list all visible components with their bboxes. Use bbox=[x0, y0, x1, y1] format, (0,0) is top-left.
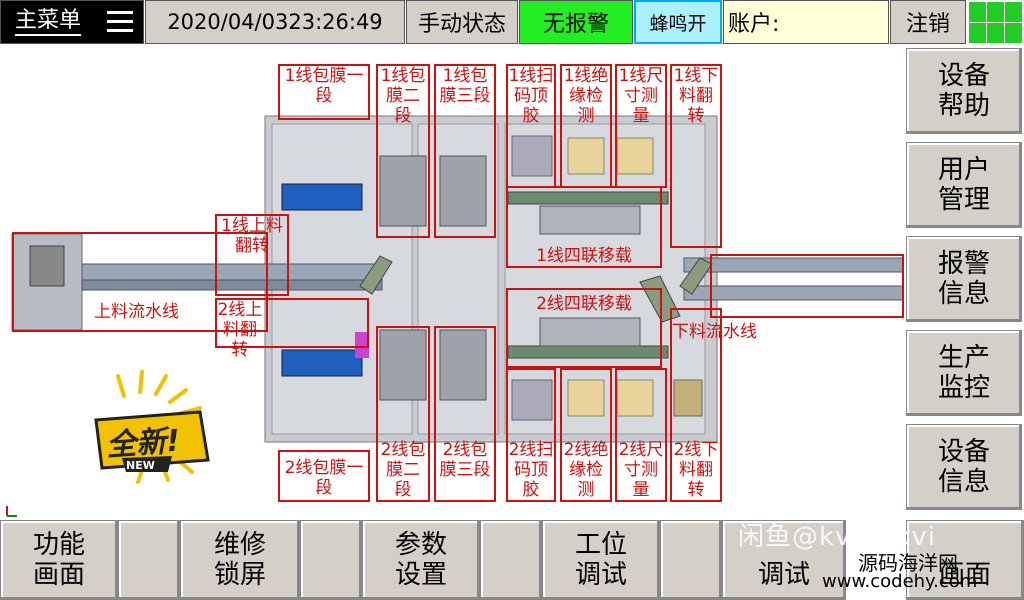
screen-button[interactable]: 画面 bbox=[906, 520, 1024, 600]
station-l1-wrap2[interactable]: 1线包膜二段 bbox=[376, 64, 430, 238]
sidebar-item-label: 生产监控 bbox=[937, 343, 990, 403]
station-l1-insul[interactable]: 1线绝缘检测 bbox=[560, 64, 612, 188]
grid-icon[interactable] bbox=[967, 0, 1024, 44]
station-label: 1线包膜一段 bbox=[284, 66, 364, 106]
watermark-text: 闲鱼@kvo秦kvi bbox=[738, 522, 937, 552]
bottom-button-label: 画面 bbox=[938, 560, 991, 590]
station-l2-transfer[interactable]: 2线四联移载 bbox=[506, 288, 662, 368]
main-menu-label: 主菜单 bbox=[15, 8, 82, 36]
station-label: 2线扫码顶胶 bbox=[508, 440, 554, 500]
station-label: 2线包膜三段 bbox=[439, 440, 491, 480]
station-label: 2线下料翻转 bbox=[673, 440, 719, 500]
bottom-spacer-1 bbox=[118, 520, 180, 600]
station-l1-wrap3[interactable]: 1线包膜三段 bbox=[434, 64, 496, 238]
bottom-spacer-4 bbox=[660, 520, 722, 600]
new-badge-icon bbox=[94, 370, 210, 484]
station-label: 2线四联移载 bbox=[536, 294, 632, 314]
machine-layout-illustration bbox=[11, 115, 905, 443]
production-line-diagram: 1线包膜一段 1线包膜二段 1线包膜三段 1线扫码顶胶 1线绝缘检测 1线尺寸测… bbox=[0, 46, 905, 520]
loading-conveyor-line[interactable]: 上料流水线 bbox=[12, 232, 268, 332]
station-l2-wrap1[interactable]: 2线包膜一段 bbox=[278, 450, 370, 502]
station-l2-insul[interactable]: 2线绝缘检测 bbox=[560, 368, 612, 502]
station-l2-scan[interactable]: 2线扫码顶胶 bbox=[506, 368, 556, 502]
station-label: 2线绝缘检测 bbox=[563, 440, 609, 500]
device-info-button[interactable]: 设备信息 bbox=[906, 424, 1022, 510]
station-label: 1线绝缘检测 bbox=[563, 66, 609, 126]
bottom-spacer-3 bbox=[480, 520, 542, 600]
station-l1-load-flip[interactable]: 1线上料翻转 bbox=[215, 214, 289, 296]
bottom-button-label: 功能画面 bbox=[32, 530, 85, 590]
station-label: 1线四联移载 bbox=[536, 246, 632, 266]
station-l1-size[interactable]: 1线尺寸测量 bbox=[615, 64, 667, 188]
station-label: 下料流水线 bbox=[672, 322, 757, 342]
station-l1-transfer[interactable]: 1线四联移载 bbox=[506, 186, 662, 268]
debug-button[interactable]: 调试 bbox=[722, 520, 846, 600]
alarm-status: 无报警 bbox=[519, 0, 633, 44]
top-status-bar: 主菜单 2020/04/0323:26:49 手动状态 无报警 蜂鸣开 账户: … bbox=[0, 0, 1024, 46]
production-monitor-button[interactable]: 生产监控 bbox=[906, 330, 1022, 416]
sidebar-item-label: 报警信息 bbox=[937, 249, 990, 309]
new-badge-subtext: NEW bbox=[126, 459, 155, 472]
logout-button[interactable]: 注销 bbox=[890, 0, 966, 44]
station-label: 1线扫码顶胶 bbox=[508, 66, 554, 126]
bottom-button-label: 调试 bbox=[757, 560, 810, 590]
device-help-button[interactable]: 设备帮助 bbox=[906, 48, 1022, 134]
new-badge-text: 全新! bbox=[105, 423, 182, 464]
hamburger-icon bbox=[107, 11, 133, 33]
station-label: 2线包膜二段 bbox=[380, 440, 426, 500]
watermark-site-name: 源码海洋网 bbox=[858, 551, 958, 575]
station-label: 1线上料翻转 bbox=[221, 216, 283, 256]
sidebar-item-label: 用户管理 bbox=[937, 155, 990, 215]
bottom-button-label: 维修锁屏 bbox=[213, 530, 266, 590]
unloading-conveyor-line[interactable]: 下料流水线 bbox=[672, 254, 904, 342]
station-label: 1线包膜三段 bbox=[439, 66, 491, 106]
parameter-settings-button[interactable]: 参数设置 bbox=[362, 520, 480, 600]
station-label: 上料流水线 bbox=[94, 302, 179, 322]
axis-indicator-icon bbox=[6, 506, 17, 517]
watermark-site-url: www.codehy.com bbox=[822, 571, 978, 592]
bottom-button-label: 工位调试 bbox=[574, 530, 627, 590]
station-l2-unload-flip[interactable]: 2线下料翻转 bbox=[670, 308, 722, 502]
station-l2-wrap3[interactable]: 2线包膜三段 bbox=[434, 326, 496, 502]
station-label: 2线包膜一段 bbox=[284, 458, 364, 498]
sidebar-item-label: 设备信息 bbox=[937, 437, 990, 497]
station-label: 1线包膜二段 bbox=[380, 66, 426, 126]
station-l1-wrap1[interactable]: 1线包膜一段 bbox=[278, 64, 370, 120]
station-l1-scan[interactable]: 1线扫码顶胶 bbox=[506, 64, 556, 188]
station-label: 1线下料翻转 bbox=[673, 66, 719, 126]
station-label: 2线尺寸测量 bbox=[618, 440, 664, 500]
main-menu-button[interactable]: 主菜单 bbox=[0, 0, 144, 44]
station-l2-wrap2[interactable]: 2线包膜二段 bbox=[376, 326, 430, 502]
station-label: 1线尺寸测量 bbox=[618, 66, 664, 126]
user-management-button[interactable]: 用户管理 bbox=[906, 142, 1022, 228]
station-l2-size[interactable]: 2线尺寸测量 bbox=[615, 368, 667, 502]
station-l1-unload-flip[interactable]: 1线下料翻转 bbox=[670, 64, 722, 248]
mode-status: 手动状态 bbox=[406, 0, 518, 44]
function-screen-button[interactable]: 功能画面 bbox=[0, 520, 118, 600]
maintenance-lock-button[interactable]: 维修锁屏 bbox=[180, 520, 300, 600]
datetime-display: 2020/04/0323:26:49 bbox=[145, 0, 405, 44]
bottom-spacer-2 bbox=[300, 520, 362, 600]
station-debug-button[interactable]: 工位调试 bbox=[542, 520, 660, 600]
account-field[interactable]: 账户: bbox=[723, 0, 889, 44]
sidebar-item-label: 设备帮助 bbox=[937, 61, 990, 121]
bottom-button-label: 参数设置 bbox=[394, 530, 447, 590]
buzzer-toggle-button[interactable]: 蜂鸣开 bbox=[634, 0, 722, 44]
alarm-info-button[interactable]: 报警信息 bbox=[906, 236, 1022, 322]
